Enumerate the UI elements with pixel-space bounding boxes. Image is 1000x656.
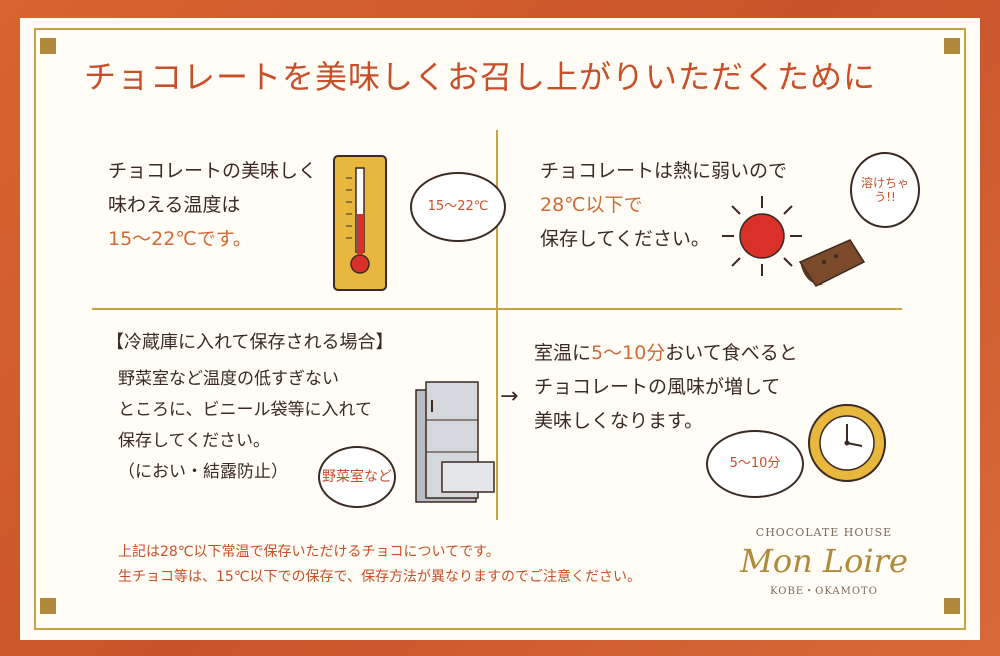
corner-square xyxy=(40,598,56,614)
corner-square xyxy=(944,38,960,54)
sec3-line1: 野菜室など温度の低すぎない xyxy=(118,369,339,389)
sec1-line2: 味わえる温度は xyxy=(108,194,241,216)
brand-logo: Mon Loire xyxy=(740,542,908,580)
sec1-line1: チョコレートの美味しく xyxy=(108,160,318,182)
sec2-line2: 28℃以下で xyxy=(540,194,643,216)
sec3-line2: ところに、ビニール袋等に入れて xyxy=(118,400,372,420)
info-card xyxy=(20,18,980,640)
corner-square xyxy=(40,38,56,54)
vertical-divider xyxy=(496,130,498,520)
sec4-line2: チョコレートの風味が増して xyxy=(534,376,781,398)
sec4-line3: 美味しくなります。 xyxy=(534,410,704,432)
section1-text: チョコレートの美味しく 味わえる温度は 15～22℃です。 xyxy=(108,154,317,256)
brand-location: KOBE・OKAMOTO xyxy=(770,586,878,597)
footnotes: 上記は28℃以下常温で保存いただけるチョコについてです。 生チョコ等は、15℃以… xyxy=(118,540,641,590)
note-line1: 上記は28℃以下常温で保存いただけるチョコについてです。 xyxy=(118,544,500,560)
melting-chocolate-icon xyxy=(798,239,866,287)
section3-text: 野菜室など温度の低すぎない ところに、ビニール袋等に入れて 保存してください。 … xyxy=(118,364,372,488)
sun-icon xyxy=(722,196,802,276)
clock-icon xyxy=(808,404,886,482)
page-title: チョコレートを美味しくお召し上がりいただくために xyxy=(83,58,876,96)
gold-border xyxy=(34,28,966,630)
sec4-line1: 室温に5～10分おいて食べると xyxy=(534,342,798,364)
time-bubble: 5～10分 xyxy=(706,430,804,498)
vegetable-room-bubble: 野菜室など xyxy=(318,446,396,508)
thermometer-icon xyxy=(333,155,387,291)
note-line2: 生チョコ等は、15℃以下での保存で、保存方法が異なりますのでご注意ください。 xyxy=(118,569,641,585)
melting-bubble: 溶けちゃう!! xyxy=(850,152,920,228)
horizontal-divider xyxy=(92,308,902,310)
sec1-line3: 15～22℃です。 xyxy=(108,228,252,250)
refrigerator-icon xyxy=(415,381,495,503)
temperature-bubble: 15～22℃ xyxy=(410,172,506,242)
sec2-line3: 保存してください。 xyxy=(540,228,710,250)
section4-text: 室温に5～10分おいて食べると チョコレートの風味が増して 美味しくなります。 xyxy=(534,336,798,438)
section2-text: チョコレートは熱に弱いので 28℃以下で 保存してください。 xyxy=(540,154,787,256)
brand-tagline: CHOCOLATE HOUSE xyxy=(755,526,893,539)
arrow-icon: → xyxy=(500,384,519,409)
section3-heading: 【冷蔵庫に入れて保存される場合】 xyxy=(106,332,394,353)
sec2-line1: チョコレートは熱に弱いので xyxy=(540,160,788,182)
corner-square xyxy=(944,598,960,614)
sec3-line4: （におい・結露防止） xyxy=(118,462,288,482)
sec3-line3: 保存してください。 xyxy=(118,431,270,451)
